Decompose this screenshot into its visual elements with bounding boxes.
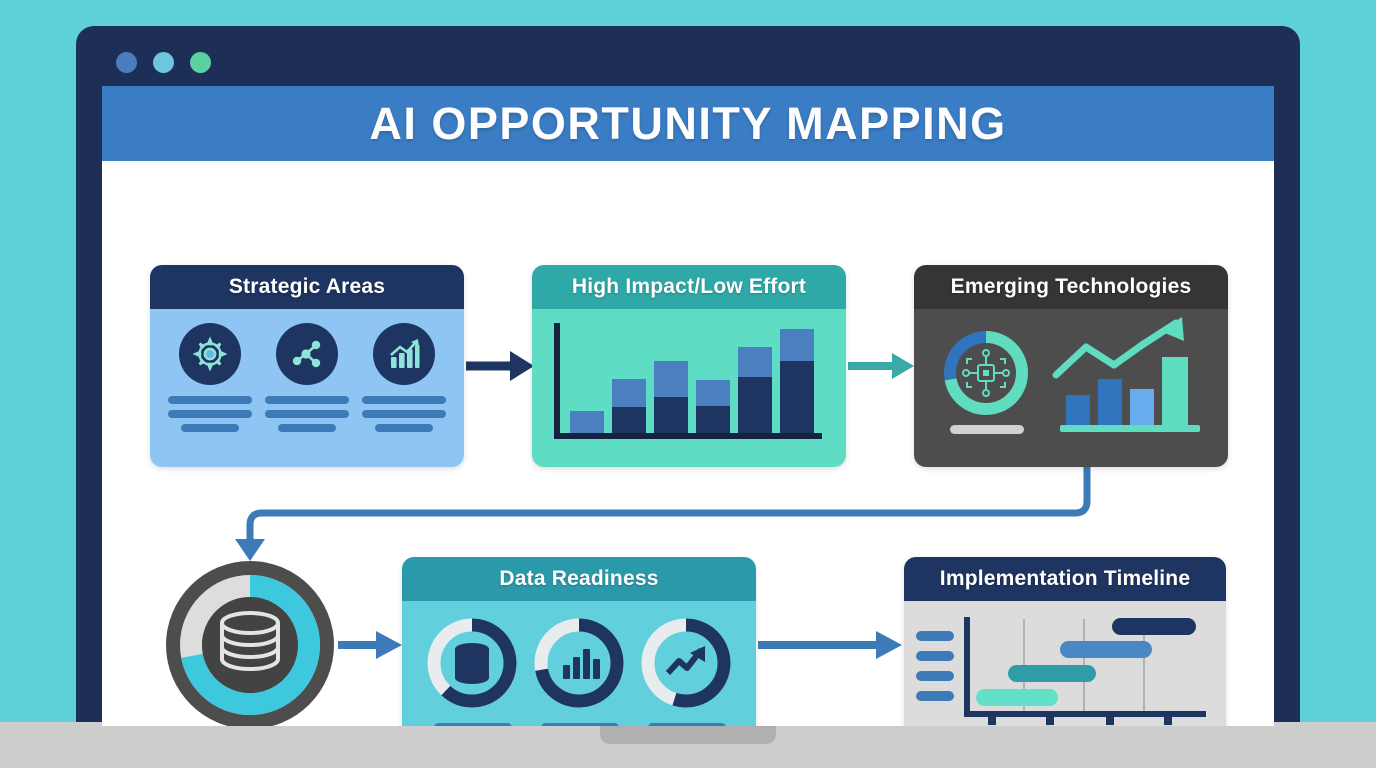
data-hub-donut[interactable]: [164, 559, 336, 726]
window-dot-green[interactable]: [190, 52, 211, 73]
trend-arrow-donut-icon: [641, 618, 731, 708]
page-title: AI OPPORTUNITY MAPPING: [369, 97, 1007, 149]
arrow-impact-to-emerging: [848, 353, 914, 379]
card-header-strategic-areas: Strategic Areas: [150, 265, 464, 309]
network-nodes-icon: [275, 323, 338, 385]
card-header-emerging-technologies: Emerging Technologies: [914, 265, 1228, 309]
page-header: AI OPPORTUNITY MAPPING: [102, 86, 1274, 161]
data-readiness-bar-3: [648, 723, 726, 726]
card-data-readiness[interactable]: Data Readiness: [402, 557, 756, 726]
card-title-strategic-areas: Strategic Areas: [228, 275, 386, 298]
bar-chart-growth-icon: [372, 323, 435, 385]
card-title-high-impact: High Impact/Low Effort: [571, 275, 807, 298]
card-body-data-readiness: [402, 601, 756, 726]
connector-layer: [235, 351, 1091, 659]
card-title-implementation-timeline: Implementation Timeline: [939, 567, 1191, 590]
card-header-data-readiness: Data Readiness: [402, 557, 756, 601]
card-emerging-technologies[interactable]: Emerging Technologies: [914, 265, 1228, 467]
bar-chart-donut-icon: [534, 618, 624, 708]
ai-chip-donut-icon: [944, 331, 1028, 415]
card-strategic-areas[interactable]: Strategic Areas: [150, 265, 464, 467]
laptop-notch: [600, 722, 776, 744]
timeline-ticks: [988, 717, 1172, 725]
window-controls: [116, 52, 211, 73]
strategic-item-1-lines: [168, 396, 253, 432]
database-icon: [220, 611, 280, 671]
database-donut-icon: [427, 618, 517, 708]
strategic-item-3[interactable]: [358, 323, 450, 432]
data-readiness-bar-2: [541, 723, 619, 726]
card-body-high-impact: [532, 309, 846, 467]
arrow-hub-to-data: [338, 631, 402, 659]
card-body-emerging-technologies: [914, 309, 1228, 467]
arrow-strategic-to-impact: [466, 351, 534, 381]
window-dot-cyan[interactable]: [153, 52, 174, 73]
card-header-implementation-timeline: Implementation Timeline: [904, 557, 1226, 601]
strategic-item-2[interactable]: [261, 323, 353, 432]
card-body-implementation-timeline: [904, 601, 1226, 726]
card-implementation-timeline[interactable]: Implementation Timeline: [904, 557, 1226, 726]
strategic-item-3-lines: [361, 396, 446, 432]
implementation-timeline-gantt: [916, 617, 1206, 725]
card-title-data-readiness: Data Readiness: [499, 567, 659, 590]
card-title-emerging-technologies: Emerging Technologies: [950, 275, 1192, 298]
card-body-strategic-areas: [150, 309, 464, 467]
data-readiness-bar-1: [434, 723, 512, 726]
window-dot-blue[interactable]: [116, 52, 137, 73]
timeline-legend: [916, 631, 954, 701]
strategic-item-1[interactable]: [164, 323, 256, 432]
strategic-item-2-lines: [264, 396, 349, 432]
card-header-high-impact: High Impact/Low Effort: [532, 265, 846, 309]
high-impact-low-effort-bars: [554, 323, 822, 439]
arrow-data-to-timeline: [758, 631, 902, 659]
browser-viewport: AI OPPORTUNITY MAPPING: [102, 86, 1274, 726]
emerging-progress-bar: [950, 425, 1024, 434]
bar-chart-trend-icon: [1052, 317, 1200, 432]
infographic-canvas: Strategic Areas: [102, 161, 1274, 726]
gear-icon: [179, 323, 242, 385]
connector-emerging-to-hub: [235, 467, 1091, 561]
card-high-impact-low-effort[interactable]: High Impact/Low Effort: [532, 265, 846, 467]
